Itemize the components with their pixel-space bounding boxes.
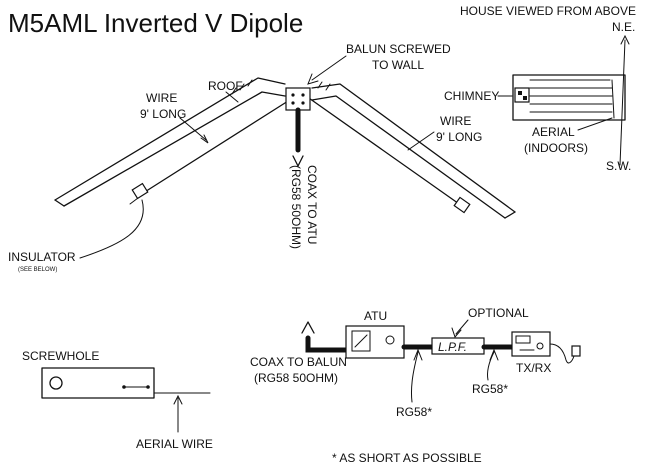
aerial-label-2: (INDOORS): [524, 141, 588, 155]
wire-hole-1: [122, 385, 126, 389]
coax-to-balun-label-2: (RG58 50OHM): [254, 371, 338, 385]
atu-meter-needle: [354, 334, 368, 348]
atu-meter: [351, 330, 371, 352]
compass-ne-arrow: [620, 34, 630, 45]
chimney-label: CHIMNEY: [444, 89, 499, 103]
balun-screw-2: [301, 93, 305, 97]
balun-screw-1: [291, 93, 295, 97]
left-wire-label-2: 9' LONG: [140, 107, 186, 121]
roof-left-edge-lower: [63, 91, 286, 207]
roof-right-edge-lower: [311, 95, 506, 219]
balun-label-1: BALUN SCREWED: [346, 42, 451, 56]
house-outline: [512, 74, 626, 121]
house-roof-hatch: [529, 79, 613, 113]
ne-label: N.E.: [612, 20, 635, 34]
rg58-b-label: RG58*: [472, 382, 508, 396]
right-wire-label-2: 9' LONG: [436, 130, 482, 144]
left-wire-leader-arrow: [200, 134, 209, 144]
aerial-wire-leader-arrow: [173, 394, 183, 405]
roof-left-edge-upper: [54, 77, 286, 201]
optional-label: OPTIONAL: [468, 306, 529, 320]
left-insulator-block: [131, 182, 149, 200]
balun-leader-arrow: [307, 73, 319, 85]
roof-right-edge-upper: [311, 83, 516, 213]
roof-drawing: [54, 77, 516, 219]
mic-cable: [549, 343, 575, 364]
coax-to-atu-label-1: COAX TO ATU: [305, 165, 319, 244]
roof-label: ROOF: [208, 79, 243, 93]
left-dipole-wire: [139, 95, 297, 196]
right-insulator-block: [453, 196, 471, 214]
txrx-display: [515, 335, 531, 344]
balun-screw-4: [301, 101, 305, 105]
atu-knob: [385, 335, 395, 345]
house-view-label: HOUSE VIEWED FROM ABOVE: [460, 4, 636, 18]
balun-box: [285, 87, 311, 111]
coax-to-balun-cable: [305, 335, 349, 353]
sw-label: S.W.: [606, 159, 631, 173]
right-dipole-wire: [305, 95, 463, 207]
coax-arrow-head: [292, 155, 304, 167]
coax-type-label-group: (RG58 50OHM): [289, 165, 303, 249]
rg58-b-leader: [487, 351, 495, 381]
right-wire-label-1: WIRE: [440, 114, 471, 128]
screwhole-label: SCREWHOLE: [22, 349, 99, 363]
roof-right-end: [504, 211, 516, 219]
balun-screw-3: [291, 101, 295, 105]
insulator-leader: [79, 199, 144, 259]
right-wire-leader: [407, 131, 435, 151]
roof-ridge-hatch: [231, 79, 331, 95]
chimney-flue-2: [523, 96, 527, 100]
diagram-title: M5AML Inverted V Dipole: [8, 8, 303, 38]
rg58-a-label: RG58*: [396, 405, 432, 419]
aerial-leader: [577, 117, 613, 131]
atu-label: ATU: [364, 309, 387, 323]
compass-line: [619, 39, 626, 166]
rg58-a-leader-arrow: [413, 348, 423, 361]
balun-leader: [311, 55, 347, 81]
house-aerial-line: [611, 79, 615, 119]
chimney-flue-1: [518, 91, 522, 95]
footnote: * AS SHORT AS POSSIBLE: [332, 451, 482, 465]
insulator-see-below: (SEE BELOW): [18, 267, 57, 273]
mic-plug: [571, 345, 581, 357]
left-wire-leader: [179, 117, 207, 141]
screwhole-circle: [49, 376, 63, 390]
coax-to-balun-label-1: COAX TO BALUN: [250, 355, 347, 369]
aerial-wire-label: AERIAL WIRE: [136, 437, 213, 451]
optional-leader: [455, 319, 469, 335]
wire-hole-2: [146, 385, 150, 389]
txrx-label: TX/RX: [516, 361, 551, 375]
rg58-b-leader-arrow: [489, 348, 499, 361]
insulator-label: INSULATOR: [8, 250, 76, 264]
optional-leader-arrow: [451, 327, 462, 338]
rg58-a-leader: [411, 351, 419, 403]
atu-box: [345, 325, 405, 359]
aerial-label-1: AERIAL: [532, 125, 575, 139]
coax-to-atu-label-2: (RG58 50OHM): [289, 165, 303, 249]
left-insulator-tab: [129, 197, 139, 205]
txrx-knob: [536, 342, 544, 350]
coax-to-atu-label-group: COAX TO ATU: [305, 165, 319, 244]
coax-to-balun-arrow: [301, 321, 315, 334]
roof-left-end: [54, 199, 65, 207]
lpf-label: L.P.F.: [438, 340, 467, 354]
insulator-detail-plate: [41, 367, 155, 399]
roof-leader: [225, 91, 239, 103]
left-wire-label-1: WIRE: [146, 91, 177, 105]
balun-label-2: TO WALL: [372, 58, 424, 72]
